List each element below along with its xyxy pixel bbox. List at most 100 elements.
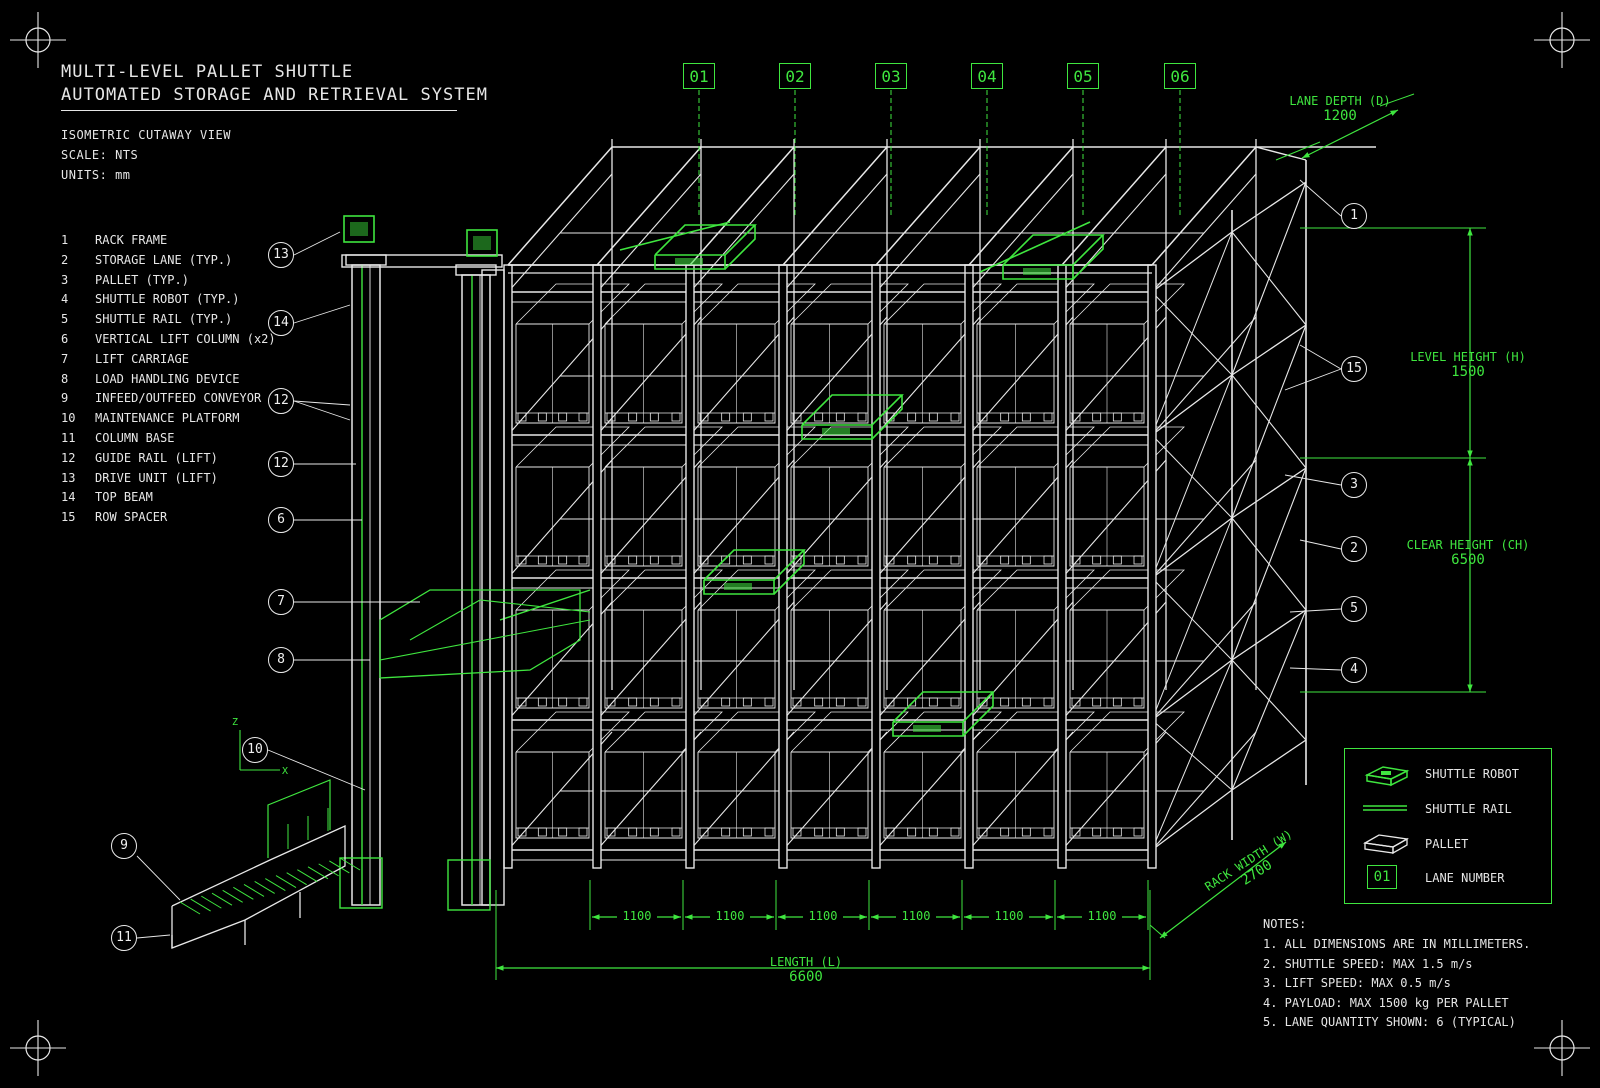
pallet-block	[578, 827, 588, 837]
shuttle-robot	[822, 428, 850, 435]
pallet-block	[1021, 697, 1031, 707]
top-depth-beam	[782, 146, 888, 266]
drive-unit	[473, 236, 491, 250]
shuttle-robot	[724, 225, 756, 270]
conveyor-roller	[179, 901, 201, 915]
pallet-icon	[1363, 834, 1409, 855]
shuttle-robot	[801, 425, 873, 440]
pallet-block	[1071, 697, 1081, 707]
pallet-block	[558, 555, 568, 565]
length-dimension: LENGTH (L) 6600	[746, 955, 866, 985]
callout-1: 1	[1341, 203, 1367, 229]
shuttle-robot	[913, 725, 941, 732]
pallet-block	[950, 697, 960, 707]
pallet-block	[628, 555, 638, 565]
lane-depth-line	[1301, 109, 1399, 159]
depth-rail	[1151, 173, 1257, 293]
callout-7: 7	[268, 589, 294, 615]
pallet-block	[1133, 412, 1143, 422]
pallet-load-top	[883, 569, 1002, 611]
pallet-load	[515, 323, 590, 424]
shuttle-robot	[962, 692, 994, 737]
legend-item-number: 6	[61, 332, 69, 346]
callout-leader	[1284, 474, 1342, 486]
column-cap	[345, 254, 387, 266]
callout-leader	[1299, 539, 1342, 550]
pallet-block	[907, 697, 917, 707]
key-pallet-label: PALLET	[1425, 837, 1469, 851]
length-value: 6600	[789, 969, 823, 985]
shuttle-robot	[703, 549, 806, 581]
depth-rail	[1151, 601, 1257, 721]
pallet-load-top	[976, 283, 1095, 325]
lane-tag-04: 04	[971, 63, 1003, 89]
callout-4: 4	[1341, 657, 1367, 683]
pallet-load-top	[790, 283, 909, 325]
pallet-load	[976, 609, 1055, 709]
legend-item-number: 7	[61, 351, 69, 366]
front-upright	[964, 264, 974, 869]
pallet-block	[764, 697, 774, 707]
depth-rail	[689, 459, 795, 579]
pallet-block	[1133, 555, 1143, 565]
legend-item-label: STORAGE LANE (TYP.)	[95, 252, 233, 267]
units-label: UNITS: mm	[61, 168, 131, 182]
shuttle-robot	[1023, 268, 1051, 275]
callout-11: 11	[111, 925, 137, 951]
level-height-value: 1500	[1451, 364, 1485, 380]
pallet-block	[1043, 555, 1053, 565]
pallet-block	[764, 827, 774, 837]
pallet-block	[1043, 827, 1053, 837]
pallet-load	[1069, 323, 1145, 424]
column-base	[447, 859, 491, 911]
pallet-block	[1071, 827, 1081, 837]
pallet-load-top	[604, 569, 723, 611]
end-frame-level	[1231, 467, 1307, 519]
pallet-load-top	[883, 283, 1002, 325]
pallet-block	[578, 412, 588, 422]
callout-2: 2	[1341, 536, 1367, 562]
conveyor-roller	[318, 863, 339, 877]
bay-width-4: 1100	[896, 909, 936, 923]
conveyor-roller	[275, 875, 297, 889]
top-depth-beam	[875, 146, 981, 266]
pallet-load	[976, 323, 1055, 424]
pallet-block	[1000, 827, 1010, 837]
conveyor	[171, 824, 346, 949]
pallet-block	[835, 555, 845, 565]
legend-item-number: 2	[61, 252, 69, 267]
lane-depth-label: LANE DEPTH (D)	[1289, 94, 1391, 108]
depth-rail	[875, 731, 981, 851]
pallet-block	[742, 412, 752, 422]
callout-leader	[293, 400, 351, 421]
pallet-load-top	[883, 711, 1002, 753]
pallet-block	[792, 412, 802, 422]
conveyor-roller	[233, 886, 254, 900]
legend-item-label: MAINTENANCE PLATFORM	[95, 411, 240, 426]
bay-width-line-arrow	[1045, 914, 1053, 920]
callout-leader	[1299, 344, 1342, 370]
pallet-load	[697, 466, 776, 567]
axis-z-label: Z	[232, 717, 239, 728]
pallet-load-top	[697, 711, 816, 753]
bay-width-line-arrow	[964, 914, 972, 920]
key-lane-number-label: LANE NUMBER	[1425, 871, 1505, 885]
callout-leader	[1299, 179, 1342, 217]
lane-tag-02: 02	[779, 63, 811, 89]
shuttle-robot	[654, 224, 757, 256]
pallet-block	[1133, 697, 1143, 707]
legend-item-label: DRIVE UNIT (LIFT)	[95, 470, 218, 485]
conveyor-roller	[339, 857, 361, 871]
depth-rail	[968, 316, 1074, 436]
end-frame-brace	[1151, 231, 1233, 436]
end-frame-level	[1231, 609, 1307, 661]
shuttle-robot	[675, 258, 703, 265]
level-height-line-arrow	[1467, 450, 1473, 458]
pallet-load-top	[604, 711, 723, 753]
depth-rail	[875, 459, 981, 579]
pallet-block	[628, 412, 638, 422]
rack-width-line-arrow	[1160, 931, 1168, 938]
